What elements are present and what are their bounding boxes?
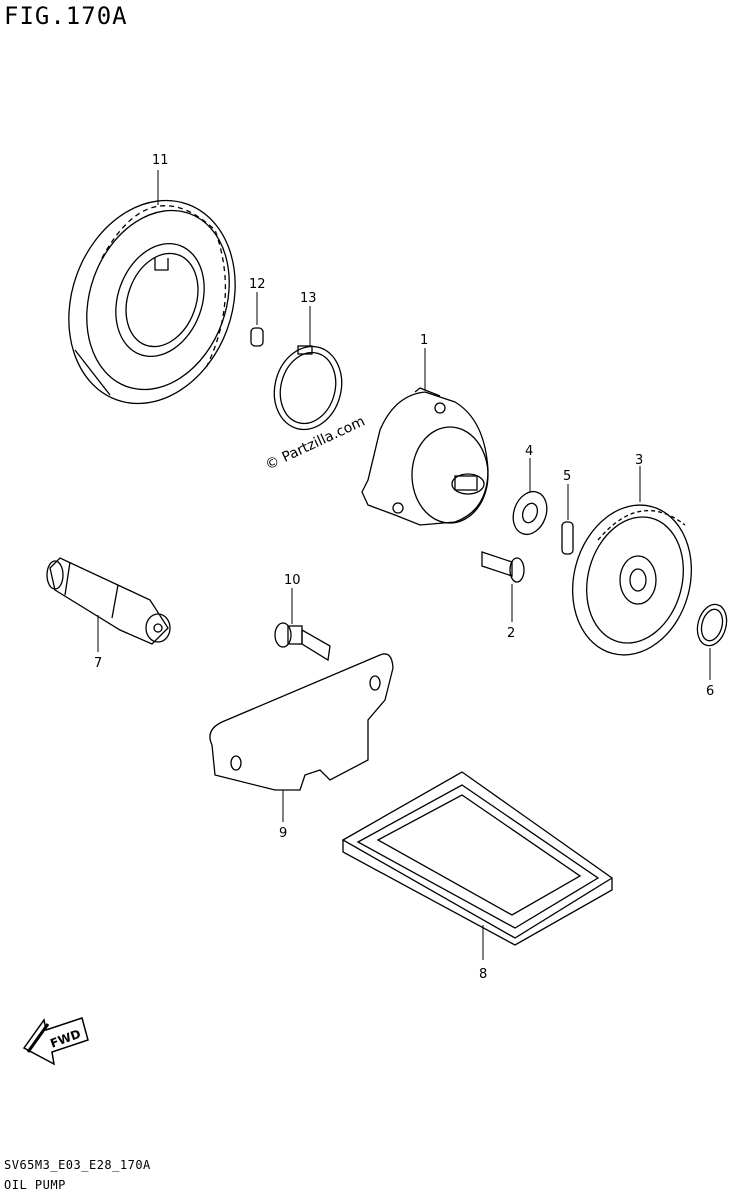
part-1-oil-pump: [361, 387, 489, 526]
part-11-driven-gear: [68, 199, 236, 405]
callout-3: 3: [635, 453, 643, 468]
callout-9: 9: [279, 826, 287, 841]
callout-2: 2: [507, 626, 515, 641]
part-13-circlip: [273, 345, 343, 431]
part-6-circlip: [696, 603, 728, 647]
part-10-bolt: [274, 622, 331, 662]
part-5-pin: [561, 521, 574, 555]
callout-10: 10: [284, 573, 301, 588]
figure-name: OIL PUMP: [4, 1178, 66, 1192]
part-9-plate: [209, 653, 394, 791]
watermark: © Partzilla.com: [263, 413, 368, 473]
part-3-drive-gear: [571, 504, 693, 656]
callout-8: 8: [479, 967, 487, 982]
figure-title: FIG.170A: [4, 2, 128, 30]
callout-6: 6: [706, 684, 714, 699]
callout-4: 4: [525, 444, 533, 459]
callout-1: 1: [420, 333, 428, 348]
part-4-washer: [512, 490, 548, 536]
callout-11: 11: [152, 153, 169, 168]
callout-5: 5: [563, 469, 571, 484]
part-12-pin: [250, 327, 264, 347]
figure-code: SV65M3_E03_E28_170A: [4, 1158, 151, 1172]
part-2-screw: [481, 551, 525, 583]
part-7-shaft: [46, 557, 171, 645]
part-8-strainer: [341, 771, 614, 946]
fwd-arrow: FWD: [22, 1017, 89, 1066]
callout-7: 7: [94, 656, 102, 671]
callout-13: 13: [300, 291, 317, 306]
callout-12: 12: [249, 277, 266, 292]
